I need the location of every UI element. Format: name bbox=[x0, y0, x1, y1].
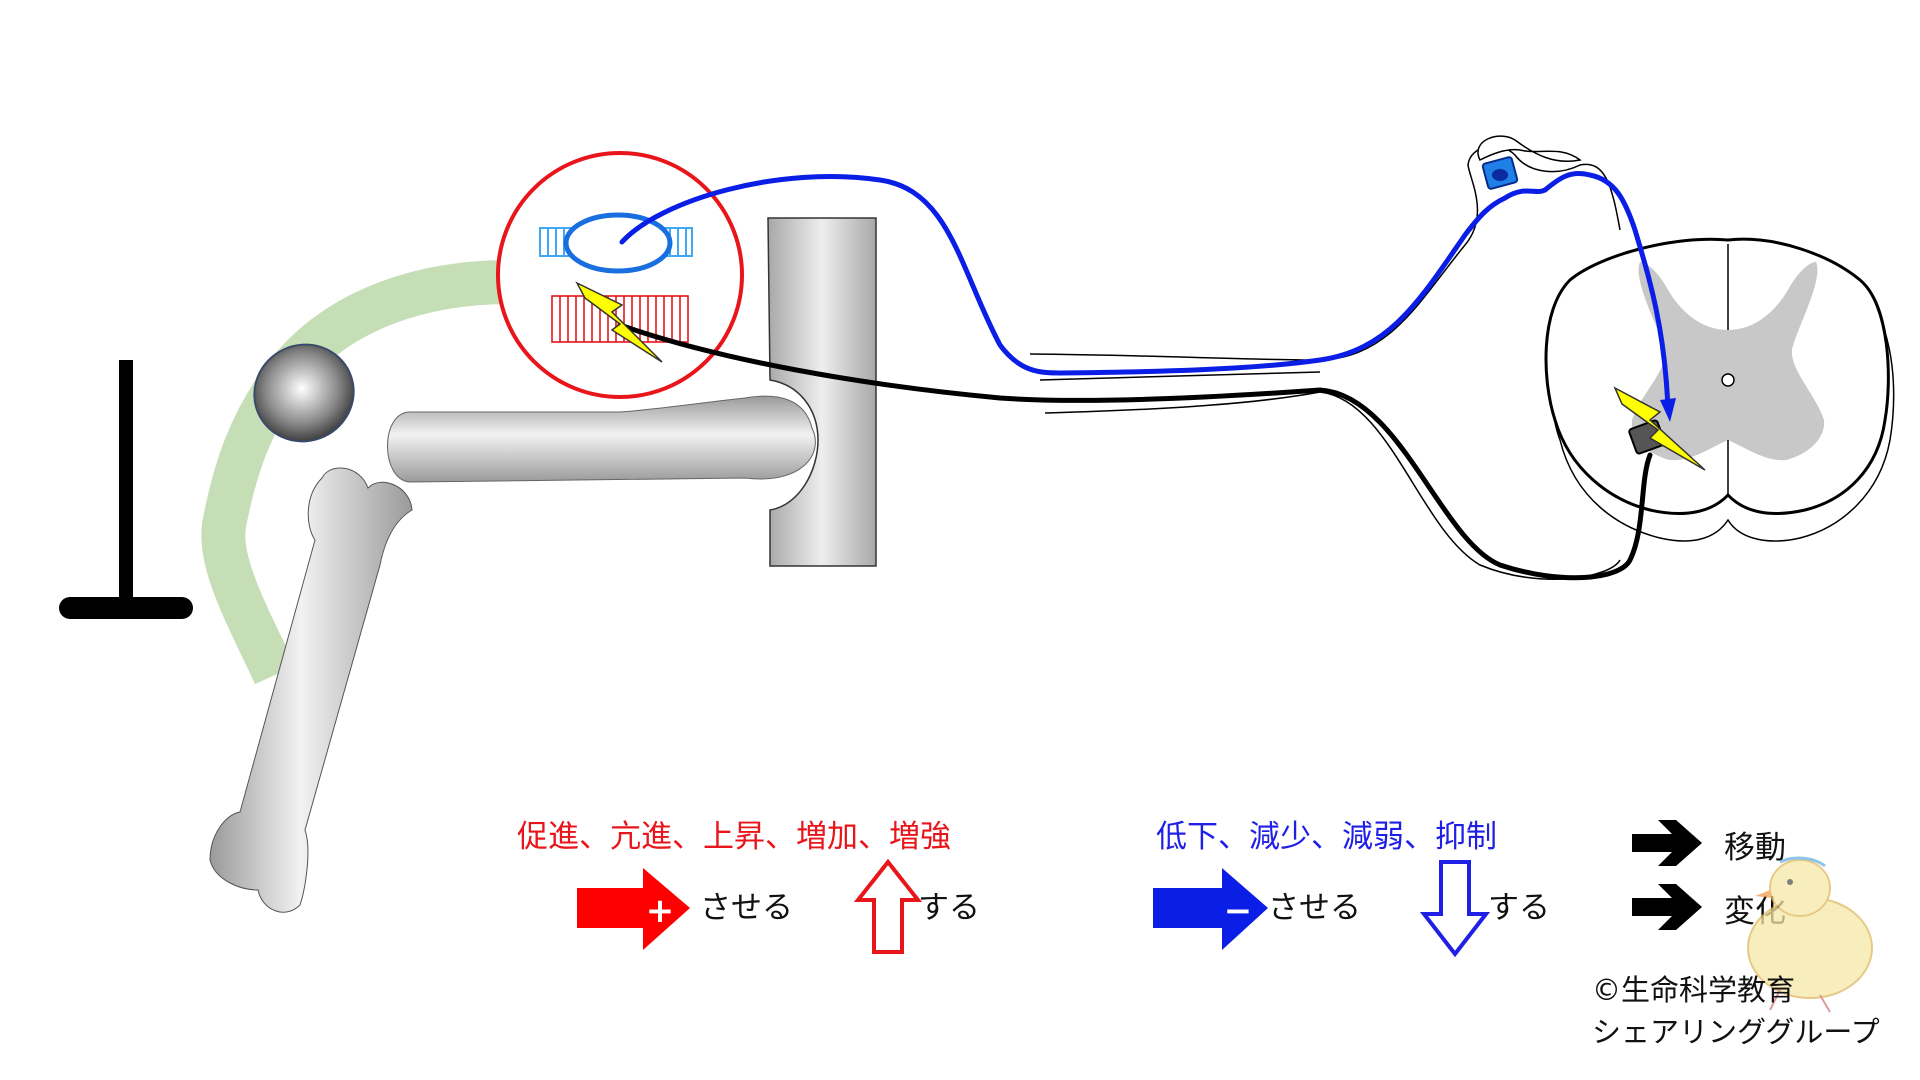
suppress-cause-label: させる bbox=[1268, 890, 1361, 926]
dorsal-root-ganglion bbox=[1477, 135, 1582, 190]
legend-suppress: 低下、減少、減弱、抑制 − させる する bbox=[1153, 819, 1550, 958]
patella bbox=[253, 343, 355, 443]
legend-promote: 促進、亢進、上昇、増加、増強 + させる する bbox=[517, 819, 980, 954]
minus-arrow-icon bbox=[1153, 868, 1268, 950]
annulospiral-ending bbox=[563, 212, 673, 274]
promote-terms: 促進、亢進、上昇、増加、増強 bbox=[517, 819, 951, 855]
promote-cause-label: させる bbox=[700, 890, 793, 926]
credit-line1: ©生命科学教育 bbox=[1592, 973, 1795, 1007]
black-arrow-icon bbox=[1632, 820, 1702, 866]
black-arrow-icon bbox=[1632, 884, 1702, 930]
lightning-icon bbox=[575, 281, 663, 363]
muscle-spindle-circle bbox=[496, 151, 744, 399]
hollow-up-arrow-icon bbox=[853, 858, 923, 954]
afferent-arrowhead bbox=[1660, 398, 1676, 422]
plus-symbol: + bbox=[646, 891, 675, 931]
lightning-icon bbox=[1613, 386, 1706, 471]
central-canal bbox=[1721, 373, 1735, 387]
suppress-terms: 低下、減少、減弱、抑制 bbox=[1156, 819, 1497, 855]
afferent-nerve-fiber bbox=[619, 171, 1671, 413]
reflex-hammer-icon bbox=[59, 360, 193, 619]
chick-mascot-icon bbox=[1747, 856, 1873, 1013]
spinal-cord bbox=[1544, 237, 1895, 542]
movement-label: 移動 bbox=[1724, 830, 1786, 866]
suppress-do-label: する bbox=[1488, 890, 1550, 926]
hollow-down-arrow-icon bbox=[1419, 860, 1491, 958]
gray-matter bbox=[1631, 262, 1825, 461]
tibia-bone bbox=[209, 467, 413, 913]
credit-line2: シェアリンググループ bbox=[1592, 1015, 1880, 1049]
femur-bone bbox=[387, 395, 816, 483]
nerve-sheath bbox=[1029, 145, 1621, 580]
efferent-nerve-fiber bbox=[617, 322, 1653, 581]
support-block bbox=[767, 217, 877, 567]
plus-arrow-icon bbox=[577, 868, 690, 950]
promote-do-label: する bbox=[918, 890, 980, 926]
legend-arrows: 移動 変化 bbox=[1632, 820, 1786, 930]
quadriceps-tendon-band bbox=[201, 260, 740, 685]
minus-symbol: − bbox=[1224, 891, 1253, 931]
